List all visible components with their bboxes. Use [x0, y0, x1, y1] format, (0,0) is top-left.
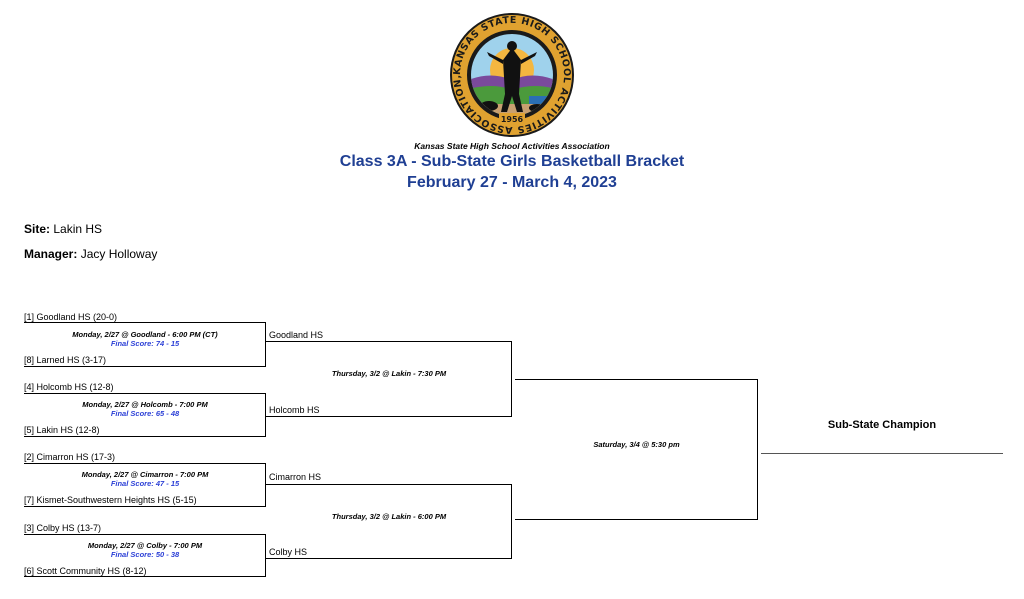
game-info: Monday, 2/27 @ Colby - 7:00 PM	[87, 541, 203, 550]
site-value: Lakin HS	[53, 222, 103, 236]
team-slot: [5] Lakin HS (12-8)	[24, 425, 100, 435]
tournament-dates: February 27 - March 4, 2023	[407, 174, 617, 191]
team-slot: [1] Goodland HS (20-0)	[24, 312, 118, 322]
seal-year: 1956	[501, 115, 524, 124]
team-slot: [4] Holcomb HS (12-8)	[24, 382, 114, 392]
game-info: Monday, 2/27 @ Holcomb - 7:00 PM	[82, 400, 208, 409]
page-title: Class 3A - Sub-State Girls Basketball Br…	[339, 153, 685, 170]
team-slot: [2] Cimarron HS (17-3)	[24, 452, 116, 462]
final-score: Final Score: 47 - 15	[110, 479, 180, 488]
team-slot: [3] Colby HS (13-7)	[24, 523, 102, 533]
final-score: Final Score: 65 - 48	[110, 409, 180, 418]
manager-info: Manager: Jacy Holloway	[24, 247, 157, 261]
team-slot: [6] Scott Community HS (8-12)	[24, 566, 147, 576]
site-label: Site:	[24, 222, 51, 236]
champion-label: Sub-State Champion	[827, 419, 937, 431]
game-info: Monday, 2/27 @ Cimarron - 7:00 PM	[81, 470, 209, 479]
team-slot: [7] Kismet-Southwestern Heights HS (5-15…	[24, 495, 197, 505]
manager-label: Manager:	[24, 247, 78, 261]
advancing-team: Goodland HS	[269, 330, 324, 340]
semifinal-game-info: Thursday, 3/2 @ Lakin - 7:30 PM	[331, 369, 447, 378]
site-info: Site: Lakin HS	[24, 222, 102, 236]
advancing-team: Colby HS	[269, 547, 308, 557]
org-name: Kansas State High School Activities Asso…	[414, 141, 610, 151]
final-score: Final Score: 50 - 38	[110, 550, 180, 559]
game-info: Monday, 2/27 @ Goodland - 6:00 PM (CT)	[72, 330, 218, 339]
final-score: Final Score: 74 - 15	[110, 339, 180, 348]
manager-value: Jacy Holloway	[80, 247, 158, 261]
khsaa-seal-logo: KANSAS STATE HIGH SCHOOL ACTIVITIES ASSO…	[449, 12, 574, 137]
advancing-team: Holcomb HS	[269, 405, 320, 415]
team-slot: [8] Larned HS (3-17)	[24, 355, 107, 365]
advancing-team: Cimarron HS	[269, 472, 322, 482]
final-game-info: Saturday, 3/4 @ 5:30 pm	[593, 440, 680, 449]
semifinal-game-info: Thursday, 3/2 @ Lakin - 6:00 PM	[331, 512, 447, 521]
